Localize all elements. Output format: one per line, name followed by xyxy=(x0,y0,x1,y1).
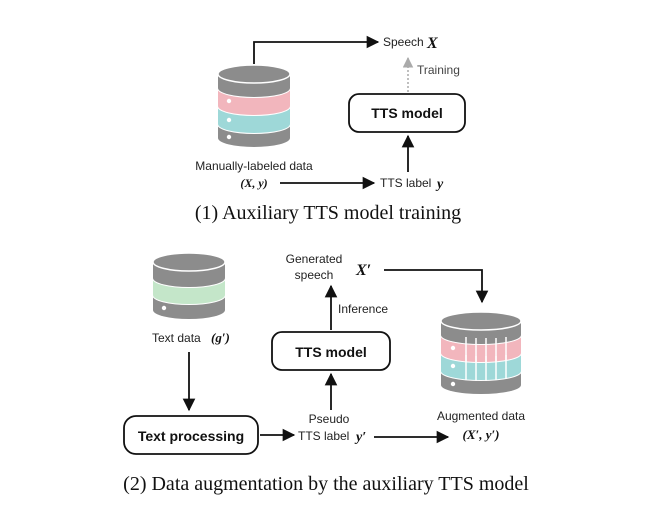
generated-to-augmented-arrow xyxy=(384,269,489,304)
augmented-data-label: Augmented data xyxy=(437,409,525,423)
text-data-database-icon xyxy=(152,252,226,319)
speech-variable: X xyxy=(426,35,438,52)
speech-label: Speech xyxy=(383,35,424,49)
tts-label-text: TTS label xyxy=(380,176,431,190)
manual-data-variable: (X, y) xyxy=(240,176,267,190)
augmented-data-database-icon xyxy=(440,311,522,394)
text-processing-label: Text processing xyxy=(138,428,244,444)
db-to-speech-arrow xyxy=(253,35,380,64)
generated-line2: speech xyxy=(295,268,334,282)
manual-data-database-icon xyxy=(217,64,291,147)
caption-top: (1) Auxiliary TTS model training xyxy=(195,202,461,224)
text-data-label: Text data xyxy=(152,331,201,345)
training-label: Training xyxy=(417,63,460,77)
tts-model-label-top: TTS model xyxy=(371,105,443,121)
generated-line1: Generated xyxy=(286,252,343,266)
pseudo-line2: TTS label xyxy=(298,429,349,443)
pseudo-line1: Pseudo xyxy=(309,412,350,426)
augmented-data-variable: (X′, y′) xyxy=(463,427,500,442)
tts-model-box-top xyxy=(348,93,466,133)
text-processing-box xyxy=(123,415,259,455)
caption-bottom: (2) Data augmentation by the auxiliary T… xyxy=(123,473,529,495)
tts-model-label-bottom: TTS model xyxy=(295,344,367,360)
tts-model-box-bottom xyxy=(271,331,391,371)
inference-label: Inference xyxy=(338,302,388,316)
pseudo-variable: y′ xyxy=(354,430,366,445)
manual-data-label: Manually-labeled data xyxy=(195,159,313,173)
tts-label-variable: y xyxy=(435,177,444,192)
generated-variable: X′ xyxy=(355,262,371,279)
text-data-variable: (g′) xyxy=(211,330,230,345)
